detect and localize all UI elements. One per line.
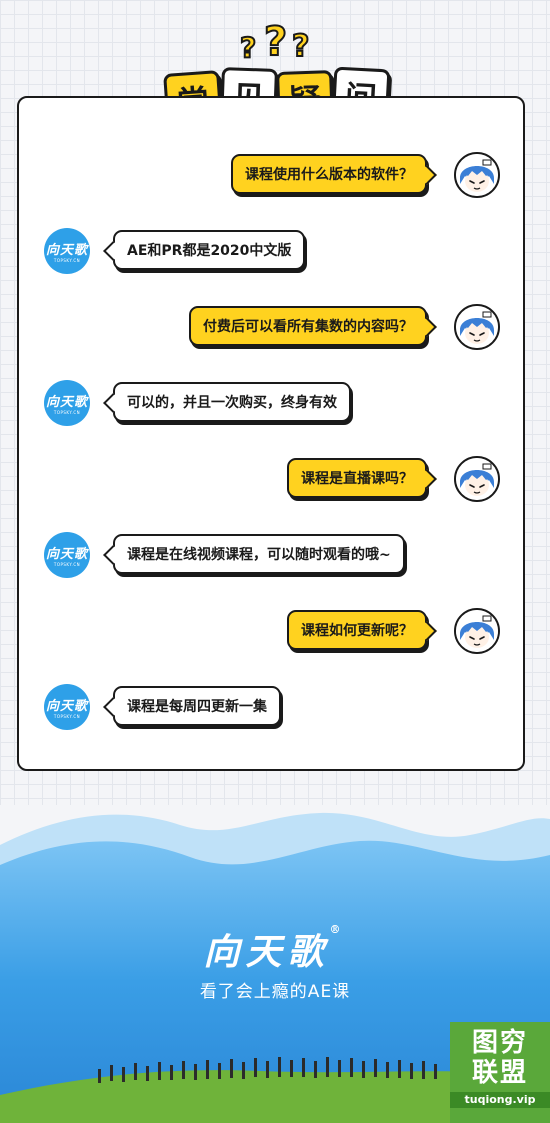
brand-logo-icon: 向天歌 xyxy=(45,547,88,562)
anime-girl-avatar-icon xyxy=(454,456,500,502)
wave-front xyxy=(0,840,550,1123)
question-marks-decoration: ? ? ? xyxy=(238,19,318,68)
question-mark-icon: ? xyxy=(263,19,288,65)
brand-logo-sub: TOPSKY.CN xyxy=(53,714,81,719)
watermark-badge: 图穷 联盟 tuqiong.vip xyxy=(450,1022,550,1123)
anime-girl-avatar-icon xyxy=(454,608,500,654)
chat-row-question: 付费后可以看所有集数的内容吗？ xyxy=(19,302,523,352)
question-bubble: 课程如何更新呢？ xyxy=(287,610,427,650)
jumping-crowd xyxy=(98,1057,437,1083)
anime-girl-avatar-icon xyxy=(454,152,500,198)
brand-logo-text: 向天歌 xyxy=(203,931,330,973)
chat-row-question: 课程是直播课吗？ xyxy=(19,454,523,504)
brand-logo-sub: TOPSKY.CN xyxy=(53,562,81,567)
brand-logo-icon: 向天歌 xyxy=(45,699,88,714)
registered-mark: ® xyxy=(329,923,347,936)
watermark-line-1: 图穷 xyxy=(471,1028,528,1058)
question-bubble: 付费后可以看所有集数的内容吗？ xyxy=(189,306,427,346)
watermark-line-2: 联盟 xyxy=(471,1058,528,1088)
question-mark-icon: ? xyxy=(291,29,310,64)
brand-logo-sub: TOPSKY.CN xyxy=(53,410,81,415)
brand-logo: 向天歌® xyxy=(0,923,550,975)
watermark-url: tuqiong.vip xyxy=(450,1092,550,1108)
answer-bubble: 可以的，并且一次购买，终身有效 xyxy=(113,382,351,422)
brand-logo-icon: 向天歌 xyxy=(45,395,88,410)
brand-block: 向天歌® 看了会上瘾的AE课 xyxy=(0,923,550,1002)
question-bubble: 课程是直播课吗？ xyxy=(287,458,427,498)
answer-bubble: 课程是在线视频课程，可以随时观看的哦~ xyxy=(113,534,405,574)
anime-girl-avatar-icon xyxy=(454,304,500,350)
brand-slogan: 看了会上瘾的AE课 xyxy=(199,982,351,1002)
brand-logo-icon: 向天歌 xyxy=(45,243,88,258)
question-mark-icon: ? xyxy=(239,31,257,64)
grass-hill xyxy=(0,1070,550,1123)
brand-logo-sub: TOPSKY.CN xyxy=(53,258,81,263)
question-bubble: 课程使用什么版本的软件？ xyxy=(231,154,427,194)
answer-bubble: AE和PR都是2020中文版 xyxy=(113,230,306,270)
chat-row-question: 课程使用什么版本的软件？ xyxy=(19,150,523,200)
answer-bubble: 课程是每周四更新一集 xyxy=(113,686,281,726)
chat-row-question: 课程如何更新呢？ xyxy=(19,606,523,656)
